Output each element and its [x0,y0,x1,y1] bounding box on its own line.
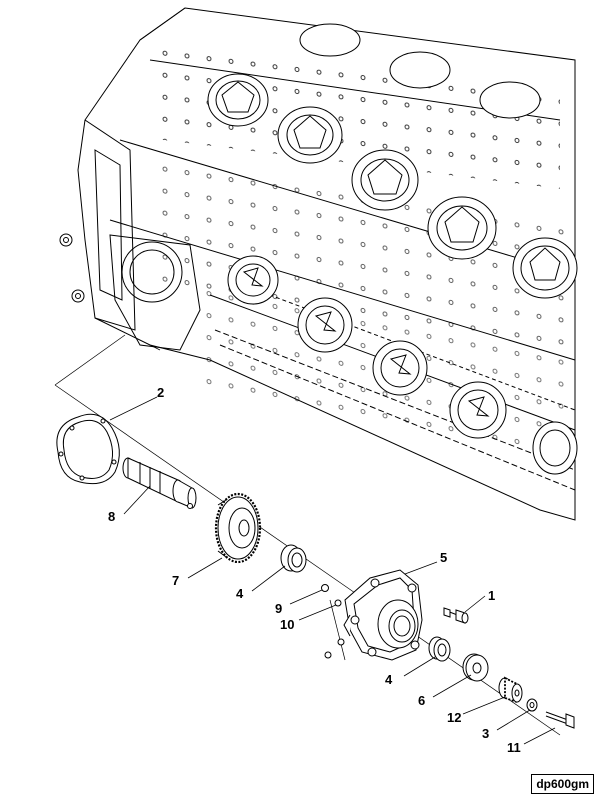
callout-12: 12 [447,710,461,725]
callout-7: 7 [172,573,179,588]
pump-housing [343,569,423,661]
drive-gear [498,676,523,704]
callout-9: 9 [275,601,282,616]
washer [526,698,538,712]
callout-10: 10 [280,617,294,632]
figure-reference-label: dp600gm [531,774,594,794]
upper-cylinder-bores [207,23,578,299]
callout-4-upper: 4 [236,586,244,601]
leader-lines [109,396,556,745]
callout-3: 3 [482,726,489,741]
callout-6: 6 [418,693,425,708]
lower-cylinder-bores [227,255,578,475]
bushing-lower [428,636,451,662]
small-fittings [321,584,345,659]
gasket [56,413,120,485]
callout-2: 2 [157,385,164,400]
thrust-washer [462,653,489,682]
callout-4-lower: 4 [385,672,393,687]
callout-labels: 2 8 7 4 5 1 9 10 4 6 12 3 11 [108,385,521,755]
callout-11: 11 [507,740,521,755]
idler-shaft [122,457,197,509]
idler-gear [214,492,262,564]
bolt-lower [545,711,575,729]
bolt-upper [443,607,469,624]
bushing-upper [280,544,307,573]
callout-5: 5 [440,550,447,565]
callout-8: 8 [108,509,115,524]
callout-1: 1 [488,588,495,603]
